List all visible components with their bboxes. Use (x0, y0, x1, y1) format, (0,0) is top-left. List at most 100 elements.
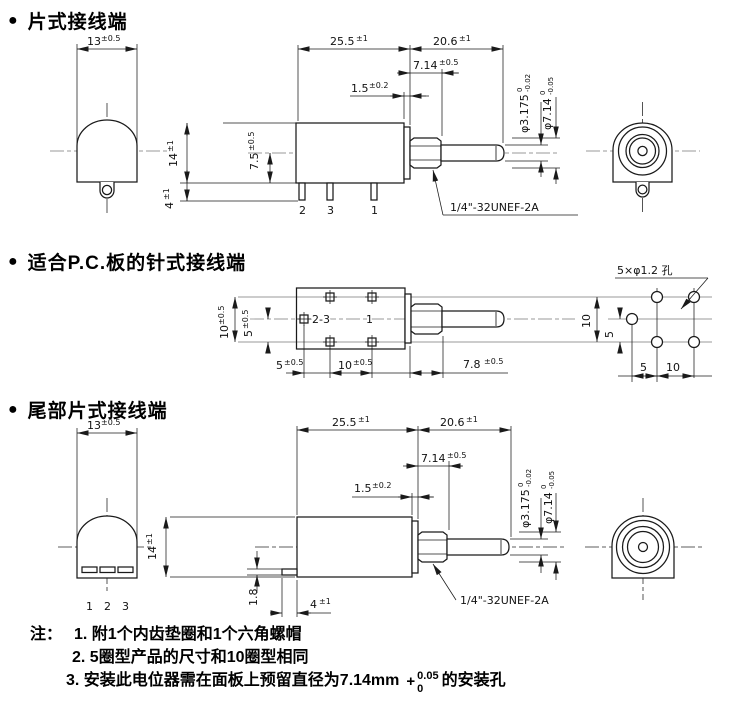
note-1-text: 1. 附1个内齿垫圈和1个六角螺帽 (74, 626, 302, 643)
note-3-tol-lower: 0 (417, 682, 424, 695)
dim-shaft-dia-hi: 0 (516, 88, 524, 92)
dim-body-width-tol: ±1 (356, 34, 368, 43)
dim-row-pitch-tol: ±0.5 (217, 306, 226, 325)
dim-tail-length-tol: ±1 (319, 597, 331, 606)
end-view (586, 102, 700, 212)
front-view: 13 ±0.5 1 2 3 (58, 418, 152, 613)
dim-flange-tol: ±0.2 (369, 81, 388, 90)
dim-bushing-length-tol: ±0.5 (484, 357, 503, 366)
side-view (255, 516, 565, 578)
dim-hole-h-a: 5 (640, 361, 647, 374)
note-3-tolerance: 0.05 0 (417, 670, 438, 694)
dim-shaft-dia: φ3.175 (518, 94, 531, 133)
front-view: 13 ±0.5 (50, 34, 167, 214)
pin-label: 3 (122, 600, 129, 613)
dim-row-half: 5 (242, 330, 255, 337)
dim-col-b-tol: ±0.5 (353, 358, 372, 367)
dim-shaft-dia-lo: -0.02 (524, 74, 532, 92)
note-2-text: 2. 5圈型产品的尺寸和10圈型相同 (72, 648, 309, 666)
dim-bushing-length: 7.14 (413, 59, 438, 72)
pin-label: 1 (86, 600, 93, 613)
notes-label: 注： (30, 626, 63, 643)
dim-shaft-length-tol: ±1 (459, 34, 471, 43)
bullet-icon: ● (8, 400, 19, 418)
dim-bushing-length-tol: ±0.5 (447, 451, 466, 460)
note-line-3: 3. 安装此电位器需在面板上预留直径为7.14mm + 0.05 0 的安装孔 (66, 669, 506, 694)
section-title-tail-chip-terminal: ● 尾部片式接线端 (8, 396, 168, 423)
dim-height: 14 (146, 546, 159, 560)
hole-pattern: 5×φ1.2 孔 10 5 5 10 (580, 264, 712, 382)
section-title-text: 尾部片式接线端 (27, 401, 168, 422)
pin-label: 3 (327, 204, 334, 217)
dim-front-width-tol: ±0.5 (101, 34, 120, 43)
chip-terminal-drawing: 13 ±0.5 2 3 1 (50, 34, 700, 217)
dim-flange: 1.5 (354, 482, 372, 495)
dim-hole-h-b: 10 (666, 361, 680, 374)
dim-body-width: 25.5 (332, 416, 357, 429)
pin-label: 1 (371, 204, 378, 217)
end-view (585, 498, 702, 600)
dim-col-b: 10 (338, 359, 352, 372)
dim-flange-tol: ±0.2 (372, 481, 391, 490)
dim-bushing-dia-lo: -0.05 (548, 471, 556, 489)
dim-bushing-dia-hi: 0 (540, 485, 548, 489)
dim-height-tol: ±1 (166, 140, 175, 152)
section-title-chip-terminal: ● 片式接线端 (8, 7, 128, 34)
dim-pin-length-tol: ±1 (162, 188, 171, 200)
dim-shaft-length: 20.6 (433, 35, 458, 48)
dim-bushing-dia: φ7.14 (541, 98, 554, 130)
bullet-icon: ● (8, 11, 19, 29)
dim-bushing-length: 7.14 (421, 452, 446, 465)
note-3-prefix: 3. 安装此电位器需在面板上预留直径为7.14mm (66, 672, 400, 690)
dim-bushing-dia-lo: -0.05 (547, 77, 555, 95)
dim-axis-height-tol: ±0.5 (247, 132, 256, 151)
dim-body-width-tol: ±1 (358, 415, 370, 424)
section-title-text: 适合P.C.板的针式接线端 (27, 253, 247, 274)
plan-view: 2-3 1 10 ±0.5 5 ±0.5 5 ± (217, 287, 712, 378)
note-3-suffix: 的安装孔 (441, 672, 506, 690)
dim-flange: 1.5 (351, 82, 369, 95)
thread-spec: 1/4"-32UNEF-2A (450, 201, 539, 214)
notes-block: 注： 1. 附1个内齿垫圈和1个六角螺帽 2. 5圈型产品的尺寸和10圈型相同 … (30, 624, 506, 695)
bullet-icon: ● (8, 252, 19, 270)
dim-front-width-tol: ±0.5 (101, 418, 120, 427)
dim-shaft-length-tol: ±1 (466, 415, 478, 424)
dim-row-half-tol: ±0.5 (241, 310, 250, 329)
dim-shaft-length: 20.6 (440, 416, 465, 429)
note-3-tol-upper: 0.05 (417, 670, 439, 683)
dim-front-width: 13 (87, 35, 101, 48)
tail-chip-terminal-drawing: 13 ±0.5 1 2 3 (58, 415, 702, 617)
note-line-2: 2. 5圈型产品的尺寸和10圈型相同 (72, 647, 506, 670)
dim-shaft-dia-lo: -0.02 (525, 469, 533, 487)
pin-label-2-3: 2-3 (312, 313, 330, 326)
dim-body-width: 25.5 (330, 35, 355, 48)
dim-bushing-dia-hi: 0 (539, 91, 547, 95)
dim-shaft-dia: φ3.175 (519, 489, 532, 528)
dim-tail-length: 4 (310, 598, 317, 611)
dim-bushing-dia: φ7.14 (542, 492, 555, 524)
note-3-plus: + (406, 672, 416, 690)
pin-label-1: 1 (366, 313, 373, 326)
dim-lug-thickness: 1.8 (247, 589, 260, 607)
hole-callout: 5×φ1.2 孔 (617, 264, 672, 277)
section-title-pcb-pin-terminal: ● 适合P.C.板的针式接线端 (8, 248, 246, 275)
pin-label: 2 (104, 600, 111, 613)
note-line-1: 注： 1. 附1个内齿垫圈和1个六角螺帽 (30, 624, 506, 647)
dim-pin-length: 4 (163, 202, 176, 209)
dim-col-a-tol: ±0.5 (284, 358, 303, 367)
dim-hole-v-pitch: 10 (580, 314, 593, 328)
section-title-text: 片式接线端 (27, 12, 128, 33)
pin-label: 2 (299, 204, 306, 217)
dim-row-pitch: 10 (218, 325, 231, 339)
thread-spec: 1/4"-32UNEF-2A (460, 594, 549, 607)
side-view: 2 3 1 (248, 122, 560, 217)
dim-shaft-dia-hi: 0 (517, 483, 525, 487)
dim-height-tol: ±1 (145, 533, 154, 545)
dim-bushing-length: 7.8 (463, 358, 481, 371)
dim-bushing-length-tol: ±0.5 (439, 58, 458, 67)
side-view-dimensions: 25.5 ±1 20.6 ±1 7.14 ±0.5 1.5 ±0.2 1 4 (162, 34, 578, 216)
pcb-pin-terminal-drawing: 2-3 1 10 ±0.5 5 ±0.5 5 ± (217, 264, 712, 382)
dim-col-a: 5 (276, 359, 283, 372)
terminal-pins (297, 290, 379, 349)
